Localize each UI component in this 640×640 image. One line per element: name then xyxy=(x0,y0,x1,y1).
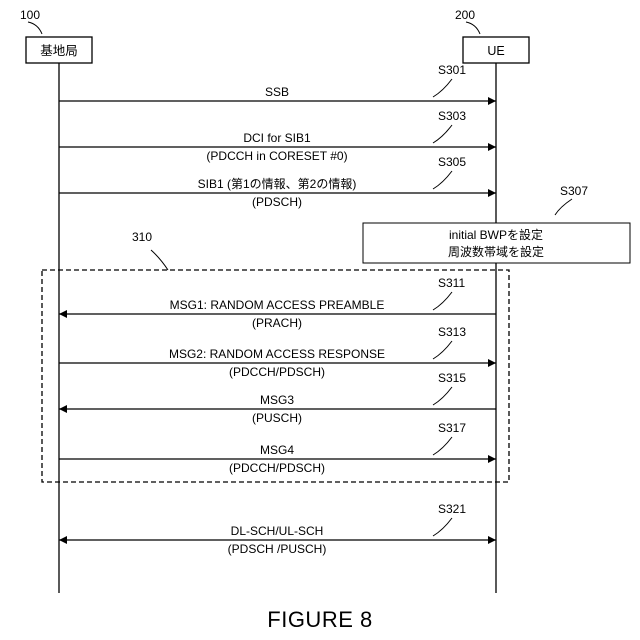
step-label: S317 xyxy=(438,421,466,435)
message-label: (PDSCH /PUSCH) xyxy=(228,542,327,556)
message-label: (PDCCH/PDSCH) xyxy=(229,461,325,475)
message-label: DL-SCH/UL-SCH xyxy=(231,524,324,538)
process-step-leader xyxy=(555,199,572,215)
message-s301: SSB S301 xyxy=(59,63,496,101)
step-leader xyxy=(433,387,452,405)
ue-ref: 200 xyxy=(455,8,475,22)
message-s305: SIB1 (第1の情報、第2の情報) (PDSCH) S305 xyxy=(59,155,496,209)
ue-label: UE xyxy=(487,44,504,58)
group-ref: 310 xyxy=(132,230,152,244)
process-line-2: 周波数帯域を設定 xyxy=(448,244,544,259)
step-label: S321 xyxy=(438,502,466,516)
base-station-ref-leader xyxy=(28,22,42,34)
message-label: MSG2: RANDOM ACCESS RESPONSE xyxy=(169,347,385,361)
step-label: S313 xyxy=(438,325,466,339)
message-s311: MSG1: RANDOM ACCESS PREAMBLE (PRACH) S311 xyxy=(59,276,496,330)
message-label: SIB1 (第1の情報、第2の情報) xyxy=(198,177,357,191)
message-label: (PDSCH) xyxy=(252,195,302,209)
message-s313: MSG2: RANDOM ACCESS RESPONSE (PDCCH/PDSCH… xyxy=(59,325,496,379)
process-line-1: initial BWPを設定 xyxy=(449,227,543,242)
step-leader xyxy=(433,518,452,536)
ue-node: UE xyxy=(463,37,529,63)
figure-caption: FIGURE 8 xyxy=(267,607,372,632)
base-station-node: 基地局 xyxy=(26,37,92,63)
group-ref-leader xyxy=(151,250,168,270)
step-label: S301 xyxy=(438,63,466,77)
message-label: SSB xyxy=(265,85,289,99)
step-leader xyxy=(433,171,452,189)
message-label: MSG4 xyxy=(260,443,294,457)
message-s303: DCI for SIB1 (PDCCH in CORESET #0) S303 xyxy=(59,109,496,163)
step-label: S303 xyxy=(438,109,466,123)
step-leader xyxy=(433,79,452,97)
step-leader xyxy=(433,437,452,455)
step-leader xyxy=(433,125,452,143)
step-leader xyxy=(433,292,452,310)
step-label: S315 xyxy=(438,371,466,385)
ue-ref-leader xyxy=(466,22,480,34)
message-label: MSG3 xyxy=(260,393,294,407)
message-s321: DL-SCH/UL-SCH (PDSCH /PUSCH) S321 xyxy=(59,502,496,556)
message-label: (PRACH) xyxy=(252,316,302,330)
message-label: MSG1: RANDOM ACCESS PREAMBLE xyxy=(170,298,385,312)
step-leader xyxy=(433,341,452,359)
message-label: (PDCCH in CORESET #0) xyxy=(206,149,347,163)
message-s315: MSG3 (PUSCH) S315 xyxy=(59,371,496,425)
message-label: (PUSCH) xyxy=(252,411,302,425)
base-station-label: 基地局 xyxy=(40,44,78,58)
message-label: (PDCCH/PDSCH) xyxy=(229,365,325,379)
message-s317: MSG4 (PDCCH/PDSCH) S317 xyxy=(59,421,496,475)
message-label: DCI for SIB1 xyxy=(243,131,311,145)
step-label: S305 xyxy=(438,155,466,169)
base-station-ref: 100 xyxy=(20,8,40,22)
process-step-label: S307 xyxy=(560,184,588,198)
step-label: S311 xyxy=(438,276,465,290)
